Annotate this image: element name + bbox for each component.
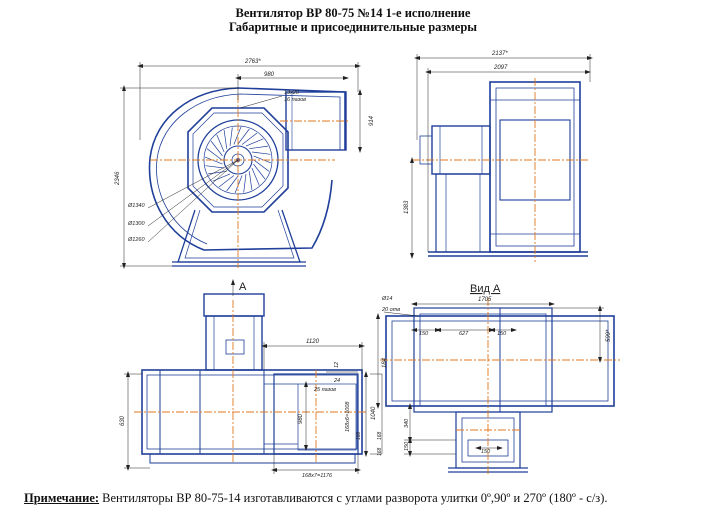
drawing-title: Вентилятор ВР 80-75 №14 1-е исполнение [235,6,471,20]
front-view: 2763* 980 13х20 16 пазов 914 2346 Ø1340 … [115,59,375,269]
impeller-blade [229,127,233,147]
impeller-blade [234,175,243,194]
dim-axis-height: 1383 [404,200,410,214]
dim-184: 184 [382,357,388,368]
impeller-blade [212,173,231,182]
dim-980: 980 [298,413,304,424]
dim-599: 599* [606,329,612,342]
dim-168-d: 168 [377,447,383,456]
view-a-title: Вид А [470,283,501,295]
dim-front-width: 2763* [244,59,261,65]
impeller-blade [237,128,250,145]
dim-base-width: 2097 [493,65,508,71]
impeller-blade [253,163,266,180]
dim-168-b: 168 [356,431,362,440]
impeller-blade [251,151,271,155]
plan-view: А 1120 12 24 25 пазов 980 168х6=1008 104… [120,279,383,479]
view-a-marker: А [239,281,247,293]
dim-1705: 1705 [478,297,492,303]
dim-diameter-1260: Ø1260 [127,237,145,243]
impeller-blade [243,173,247,193]
impeller-blade [210,140,223,157]
view-a: Вид А Ø14 20 отв 1705 150 627 150 184 59… [376,283,620,476]
impeller-blade [223,130,228,149]
dim-168x6: 168х6=1008 [345,401,351,432]
dim-hole-diameter: Ø14 [381,296,392,302]
dim-150-c: 150 [404,441,410,451]
dim-168x7: 168х7=1176 [302,473,333,479]
impeller-blade [226,175,239,192]
dim-168-c: 168 [377,431,383,440]
dim-1120: 1120 [306,339,320,345]
impeller-blade [249,145,268,150]
motor-top [205,315,263,371]
technical-drawing: 2763* 980 13х20 16 пазов 914 2346 Ø1340 … [115,51,620,479]
footnote: Примечание: Вентиляторы ВР 80-75-14 изго… [24,491,608,506]
impeller-blade [245,138,264,147]
impeller-blade [205,165,225,169]
side-view: 2137* 2097 1383 [404,51,593,262]
impeller-blade [204,156,223,165]
dim-slots: 16 пазов [284,97,306,103]
dim-outlet-offset: 980 [264,72,275,78]
impeller-blade [253,155,272,164]
impeller-blade [241,132,258,145]
impeller-blade [216,134,225,153]
dim-outlet-height: 914 [369,115,375,126]
impeller-blade [218,175,235,188]
dim-150-b: 150 [497,331,507,337]
dim-side-width: 2137* [491,51,508,57]
footnote-text: Вентиляторы ВР 80-75-14 изготавливаются … [99,491,608,505]
footnote-label: Примечание: [24,491,100,505]
dim-diameter-1340: Ø1340 [127,203,145,209]
impeller-blade [206,148,223,161]
dim-1040: 1040 [371,406,377,420]
impeller-blade [208,170,227,175]
dim-hole-count: 20 отв [381,307,400,313]
impeller-blade [253,159,270,172]
impeller-blade [233,126,242,145]
dim-24: 24 [333,378,340,384]
drawing-subtitle: Габаритные и присоединительные размеры [228,20,478,34]
dim-diameter-1300: Ø1300 [127,221,145,227]
dim-12: 12 [334,362,340,368]
inlet-flange [187,107,289,213]
dim-340: 340 [404,418,410,428]
dim-front-height: 2346 [115,171,121,186]
dim-627: 627 [459,331,469,337]
impeller-blade [248,171,253,190]
dim-bolts: 13х20 [284,90,300,96]
motor [431,125,491,175]
dim-25-slots: 25 пазов [313,387,336,393]
dim-630: 630 [120,415,126,426]
dim-150-a: 150 [419,331,429,337]
impeller-blade [251,167,260,186]
dim-150-d: 150 [481,449,491,455]
